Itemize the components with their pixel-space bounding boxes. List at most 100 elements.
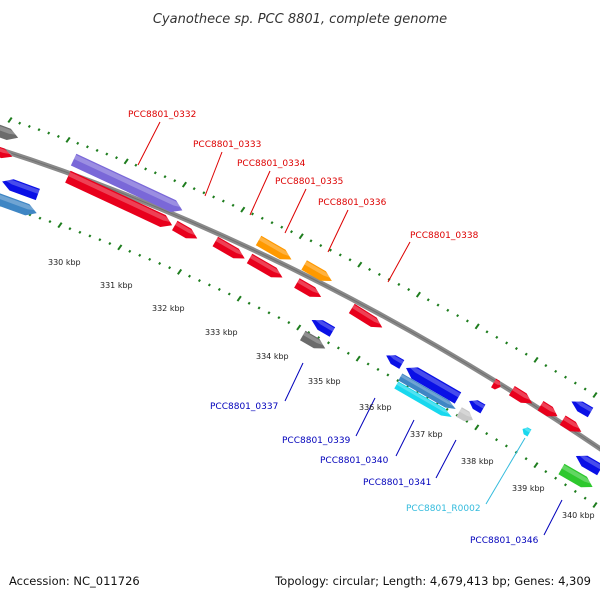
major-tick bbox=[474, 323, 480, 330]
minor-tick bbox=[396, 378, 400, 383]
minor-tick bbox=[366, 362, 370, 366]
minor-tick bbox=[212, 195, 216, 199]
minor-tick bbox=[78, 230, 82, 234]
scale-label: 331 kbp bbox=[100, 281, 133, 290]
major-tick bbox=[533, 356, 539, 363]
minor-tick bbox=[280, 225, 284, 229]
gene-red-522-body bbox=[508, 385, 533, 404]
gene-label-pcc8801-0341[interactable]: PCC8801_0341 bbox=[363, 478, 431, 488]
gene-pcc8801-0337 bbox=[299, 330, 327, 349]
minor-tick bbox=[68, 227, 72, 231]
minor-tick bbox=[407, 287, 411, 292]
leader-line bbox=[387, 241, 411, 283]
gene-blue-322 bbox=[311, 317, 336, 337]
gene-label-pcc8801-0334[interactable]: PCC8801_0334 bbox=[237, 159, 306, 169]
gene-pcc8801-0334-red-body bbox=[171, 220, 198, 239]
minor-tick bbox=[85, 145, 89, 149]
scale-label: 334 kbp bbox=[256, 352, 289, 361]
gene-blue-581 bbox=[571, 399, 594, 418]
minor-tick bbox=[319, 243, 323, 248]
gene-red-572-body bbox=[559, 415, 582, 432]
gene-label-pcc8801-0332[interactable]: PCC8801_0332 bbox=[128, 110, 196, 120]
gene-label-pcc8801-0339[interactable]: PCC8801_0339 bbox=[282, 436, 351, 446]
minor-tick bbox=[386, 373, 390, 377]
gene-label-pcc8801-0340[interactable]: PCC8801_0340 bbox=[320, 456, 389, 466]
minor-tick bbox=[309, 239, 313, 243]
minor-tick bbox=[27, 124, 31, 128]
minor-tick bbox=[267, 311, 271, 315]
minor-tick bbox=[465, 319, 469, 323]
minor-tick bbox=[95, 148, 99, 152]
gene-pcc8801-0341-body bbox=[456, 407, 473, 422]
gene-left-blue-shine bbox=[3, 178, 40, 194]
minor-tick bbox=[88, 234, 92, 238]
leader-line bbox=[204, 151, 223, 197]
scale-labels: 330 kbp 331 kbp 332 kbp 333 kbp 334 kbp … bbox=[48, 258, 595, 520]
minor-tick bbox=[329, 248, 333, 252]
leader-line bbox=[395, 419, 415, 457]
minor-tick bbox=[573, 489, 577, 494]
gene-label-pcc8801-0337[interactable]: PCC8801_0337 bbox=[210, 402, 278, 412]
major-tick bbox=[355, 355, 361, 362]
gene-blue-588-shine bbox=[577, 453, 600, 470]
gene-red-549-body bbox=[537, 401, 558, 417]
gene-pcc8801-0338-body bbox=[348, 303, 383, 328]
major-tick bbox=[236, 295, 242, 302]
minor-tick bbox=[544, 470, 548, 474]
tick-marks bbox=[0, 116, 598, 509]
gene-pcc8801-0333-body bbox=[65, 170, 173, 227]
gene-blue-394-shine bbox=[387, 353, 404, 365]
leader-line bbox=[543, 499, 563, 536]
gene-left-red-body bbox=[0, 144, 13, 159]
minor-tick bbox=[495, 438, 499, 442]
gene-blue-322-shine bbox=[312, 317, 335, 332]
minor-tick bbox=[144, 167, 148, 171]
leader-line bbox=[485, 437, 526, 505]
gene-pcc8801-0341-blue bbox=[469, 399, 486, 414]
gene-steelblue-428-shine bbox=[400, 374, 457, 408]
gene-pcc8801-0333-shine bbox=[68, 171, 174, 223]
major-tick bbox=[533, 462, 539, 469]
gene-pcc8801-0332-shine bbox=[73, 154, 184, 208]
gene-label-pcc8801-0346[interactable]: PCC8801_0346 bbox=[470, 536, 539, 546]
minor-tick bbox=[168, 266, 172, 270]
minor-tick bbox=[524, 352, 528, 356]
minor-tick bbox=[187, 274, 192, 278]
major-tick bbox=[592, 391, 598, 399]
minor-tick bbox=[436, 303, 440, 307]
gene-steelblue-428 bbox=[398, 373, 457, 409]
gene-label-pcc8801-0333[interactable]: PCC8801_0333 bbox=[193, 140, 261, 150]
gene-label-pcc8801-0335[interactable]: PCC8801_0335 bbox=[275, 177, 343, 187]
gene-left-red-shine bbox=[0, 145, 14, 155]
minor-tick bbox=[485, 431, 489, 436]
gene-red-549 bbox=[537, 401, 559, 417]
minor-tick bbox=[192, 187, 196, 191]
major-tick bbox=[65, 136, 71, 143]
gene-pcc8801-0340-body bbox=[394, 381, 452, 417]
minor-tick bbox=[56, 134, 60, 138]
scale-label: 337 kbp bbox=[410, 430, 443, 439]
gene-label-pcc8801-0336[interactable]: PCC8801_0336 bbox=[318, 198, 387, 208]
scale-label: 338 kbp bbox=[461, 457, 494, 466]
gene-label-pcc8801-r0002[interactable]: PCC8801_R0002 bbox=[406, 504, 481, 514]
gene-red-572-shine bbox=[562, 416, 583, 430]
minor-tick bbox=[336, 346, 340, 350]
gene-red-266 bbox=[246, 253, 284, 278]
gene-left-gray bbox=[0, 122, 20, 141]
gene-pcc8801-0334-red-shine bbox=[175, 221, 199, 237]
major-tick bbox=[117, 244, 123, 251]
major-tick bbox=[181, 181, 187, 188]
gene-pcc8801-0341-blue-shine bbox=[470, 399, 485, 409]
gene-red-309-shine bbox=[297, 279, 323, 295]
gene-red-522-shine bbox=[512, 386, 534, 402]
minor-tick bbox=[445, 407, 449, 411]
minor-tick bbox=[148, 257, 152, 261]
minor-tick bbox=[38, 216, 42, 220]
gene-blue-322-body bbox=[311, 320, 336, 337]
gene-red-549-shine bbox=[540, 401, 559, 415]
gene-pcc8801-0346 bbox=[558, 463, 594, 488]
accession-text: Accession: NC_011726 bbox=[9, 574, 140, 588]
gene-label-pcc8801-0338[interactable]: PCC8801_0338 bbox=[410, 231, 479, 241]
minor-tick bbox=[163, 175, 167, 179]
